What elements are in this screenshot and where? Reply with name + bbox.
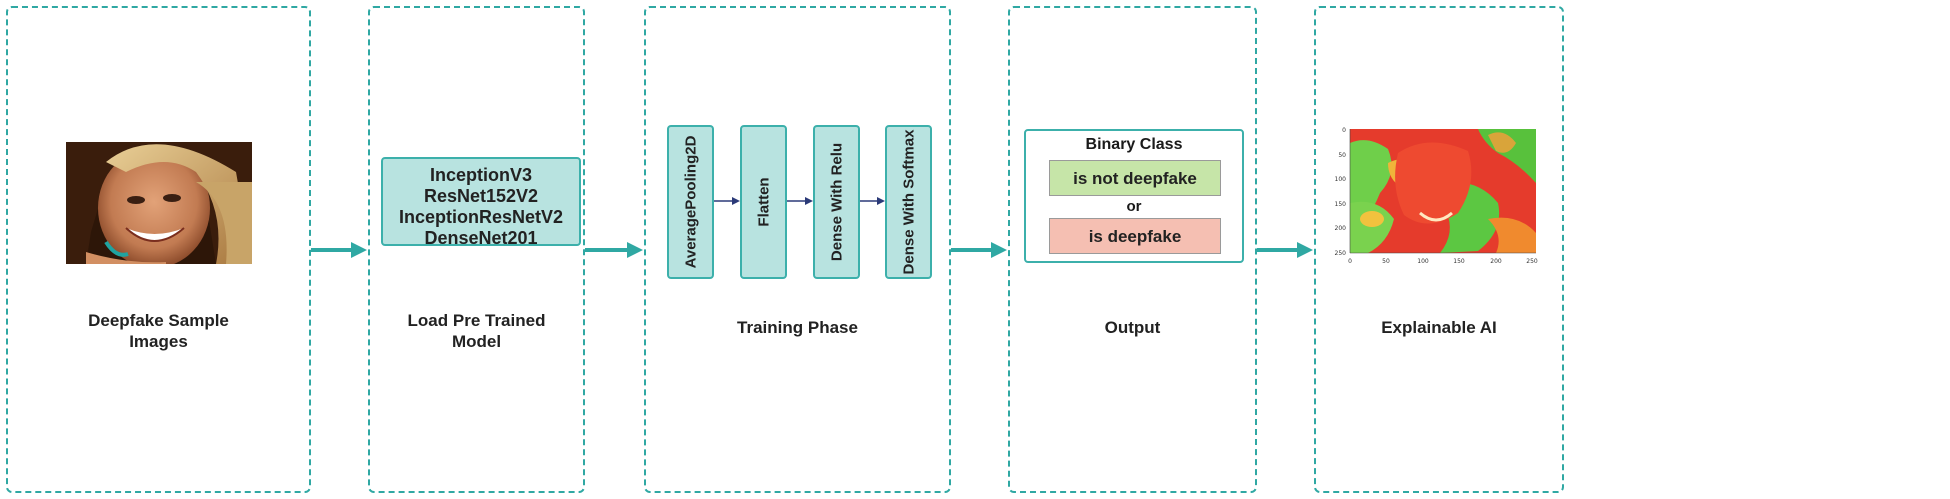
stage-output: Binary Class is not deepfake or is deepf…	[1008, 6, 1257, 493]
flow-arrow-3	[951, 242, 1007, 258]
model-name: ResNet152V2	[423, 186, 539, 206]
model-list-box: InceptionV3 ResNet152V2 InceptionResNetV…	[381, 157, 581, 248]
y-tick: 150	[1335, 201, 1347, 208]
stage-label-xai: Explainable AI	[1381, 318, 1497, 337]
class-not-deepfake: is not deepfake	[1049, 160, 1221, 196]
x-tick: 0	[1348, 258, 1352, 265]
class-deepfake: is deepfake	[1049, 218, 1221, 254]
model-name: DenseNet201	[424, 228, 538, 248]
x-tick: 250	[1526, 258, 1538, 265]
y-tick: 250	[1335, 250, 1347, 257]
binary-class-title: Binary Class	[1085, 136, 1183, 153]
y-tick: 200	[1335, 225, 1347, 232]
model-name: InceptionResNetV2	[398, 207, 564, 227]
stage-explainable-ai: 0 50 100 150 200 250 0 50 100 150 200 25…	[1314, 6, 1564, 493]
y-tick: 100	[1335, 176, 1347, 183]
stage-deepfake-samples: Deepfake Sample Images	[6, 6, 311, 493]
x-tick: 200	[1490, 258, 1502, 265]
layer-dense-relu: Dense With Relu	[813, 125, 860, 279]
binary-class-box: Binary Class is not deepfake or is deepf…	[1024, 129, 1244, 263]
flow-arrow-4	[1257, 242, 1313, 258]
or-separator: or	[1126, 198, 1142, 215]
y-tick: 0	[1342, 127, 1346, 134]
xai-heatmap: 0 50 100 150 200 250 0 50 100 150 200 25…	[1335, 127, 1538, 265]
flow-arrow-1	[311, 242, 367, 258]
model-name: InceptionV3	[429, 165, 532, 185]
layer-average-pooling: AveragePooling2D	[667, 125, 714, 279]
layer-dense-softmax: Dense With Softmax	[885, 125, 932, 279]
stage-label-model: Load Pre Trained Model	[407, 311, 546, 351]
x-tick: 150	[1453, 258, 1465, 265]
stage-label-training: Training Phase	[737, 318, 858, 337]
layer-flatten: Flatten	[740, 125, 787, 279]
stage-label-samples: Deepfake Sample Images	[88, 311, 229, 351]
stage-training-phase: AveragePooling2D Flatten Dense With Relu…	[644, 6, 951, 493]
stage-label-output: Output	[1104, 318, 1161, 337]
x-tick: 100	[1417, 258, 1429, 265]
x-tick: 50	[1382, 258, 1390, 265]
layer-arrows	[714, 197, 885, 205]
stage-pretrained-model: InceptionV3 ResNet152V2 InceptionResNetV…	[368, 6, 585, 493]
flow-arrow-2	[585, 242, 643, 258]
sample-face-image	[66, 142, 252, 264]
y-tick: 50	[1338, 152, 1346, 159]
